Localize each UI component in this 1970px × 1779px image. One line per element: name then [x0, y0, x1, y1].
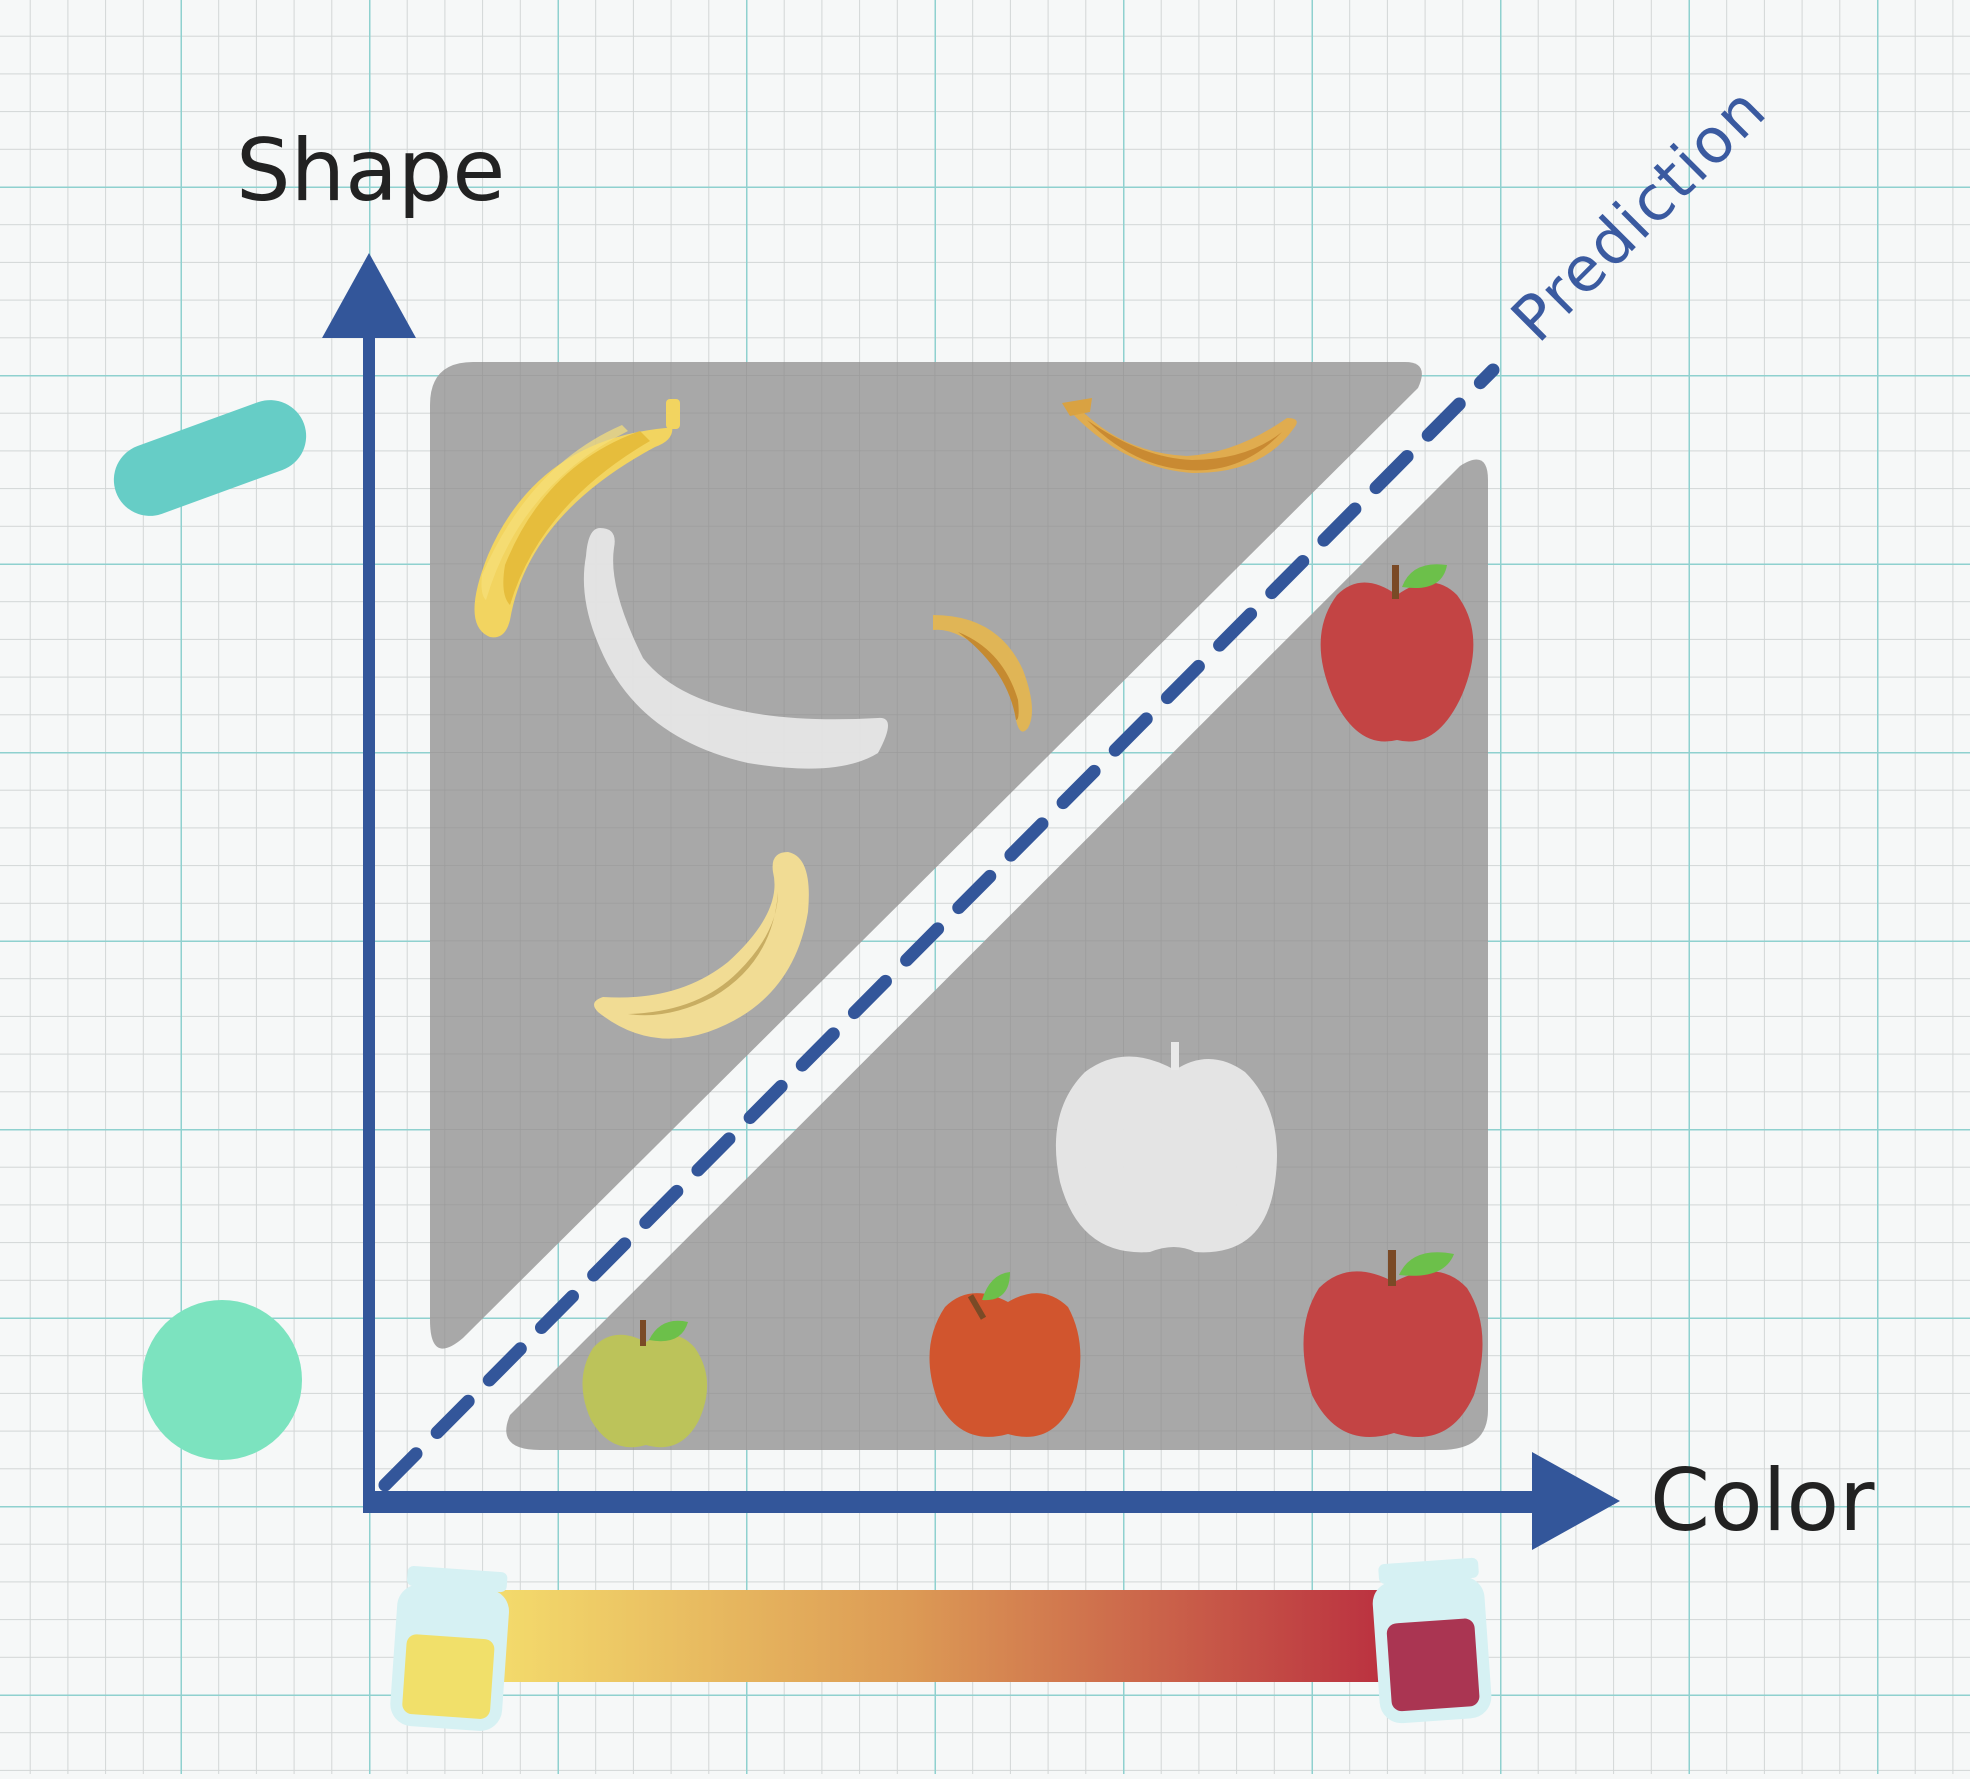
apple-icon — [929, 1272, 1081, 1437]
x-axis — [363, 1452, 1620, 1550]
banana-icon — [933, 615, 1032, 732]
banana-icon — [474, 399, 680, 638]
banana-icon — [594, 852, 809, 1039]
prediction-boundary — [378, 363, 1500, 1492]
apple-icon — [1320, 564, 1474, 742]
x-axis-label: Color — [1650, 1451, 1875, 1551]
red-jar-icon — [1372, 1557, 1492, 1724]
banana-icon — [1062, 398, 1297, 474]
apple-icon-ghost — [1055, 1042, 1277, 1253]
yellow-jar-icon — [390, 1565, 509, 1731]
circle-icon — [142, 1300, 302, 1460]
y-axis — [322, 253, 416, 1512]
y-axis-arrow — [322, 253, 416, 338]
banana-icon-ghost — [583, 528, 888, 769]
capsule-icon — [113, 400, 307, 516]
apple-icon — [582, 1320, 708, 1448]
color-gradient-bar — [490, 1590, 1425, 1682]
x-axis-arrow — [1532, 1452, 1620, 1550]
y-axis-label: Shape — [236, 121, 505, 221]
apple-icon — [1303, 1250, 1483, 1438]
